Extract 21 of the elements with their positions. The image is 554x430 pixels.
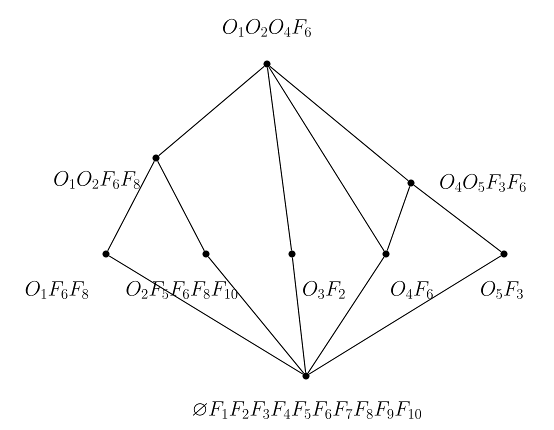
line (158, 66, 265, 156)
line (308, 255, 502, 375)
line (157, 161, 205, 251)
line (108, 255, 304, 375)
line (292, 258, 306, 372)
point-label: $O_1O_2F_6F_8$ (52, 170, 142, 190)
line (386, 186, 410, 251)
point-label: $O_1O_2O_4F_6$ (221, 18, 313, 38)
point-label: $O_3F_2$ (301, 280, 347, 300)
line (270, 66, 408, 182)
line (208, 256, 304, 374)
line (107, 161, 155, 251)
line (266, 68, 292, 250)
point-label: $O_1F_6F_8$ (24, 280, 90, 300)
point-label: $O_4O_5F_3F_6$ (438, 173, 528, 193)
line (268, 66, 384, 252)
point-label: $O_5F_3$ (479, 280, 525, 300)
line (414, 184, 502, 252)
point-label: $\varnothing F_1F_2F_3F_4F_5F_6F_7F_8F_9F_{10}$ (190, 400, 424, 420)
point-label: $O_4F_6$ (389, 280, 435, 300)
line (308, 256, 384, 374)
